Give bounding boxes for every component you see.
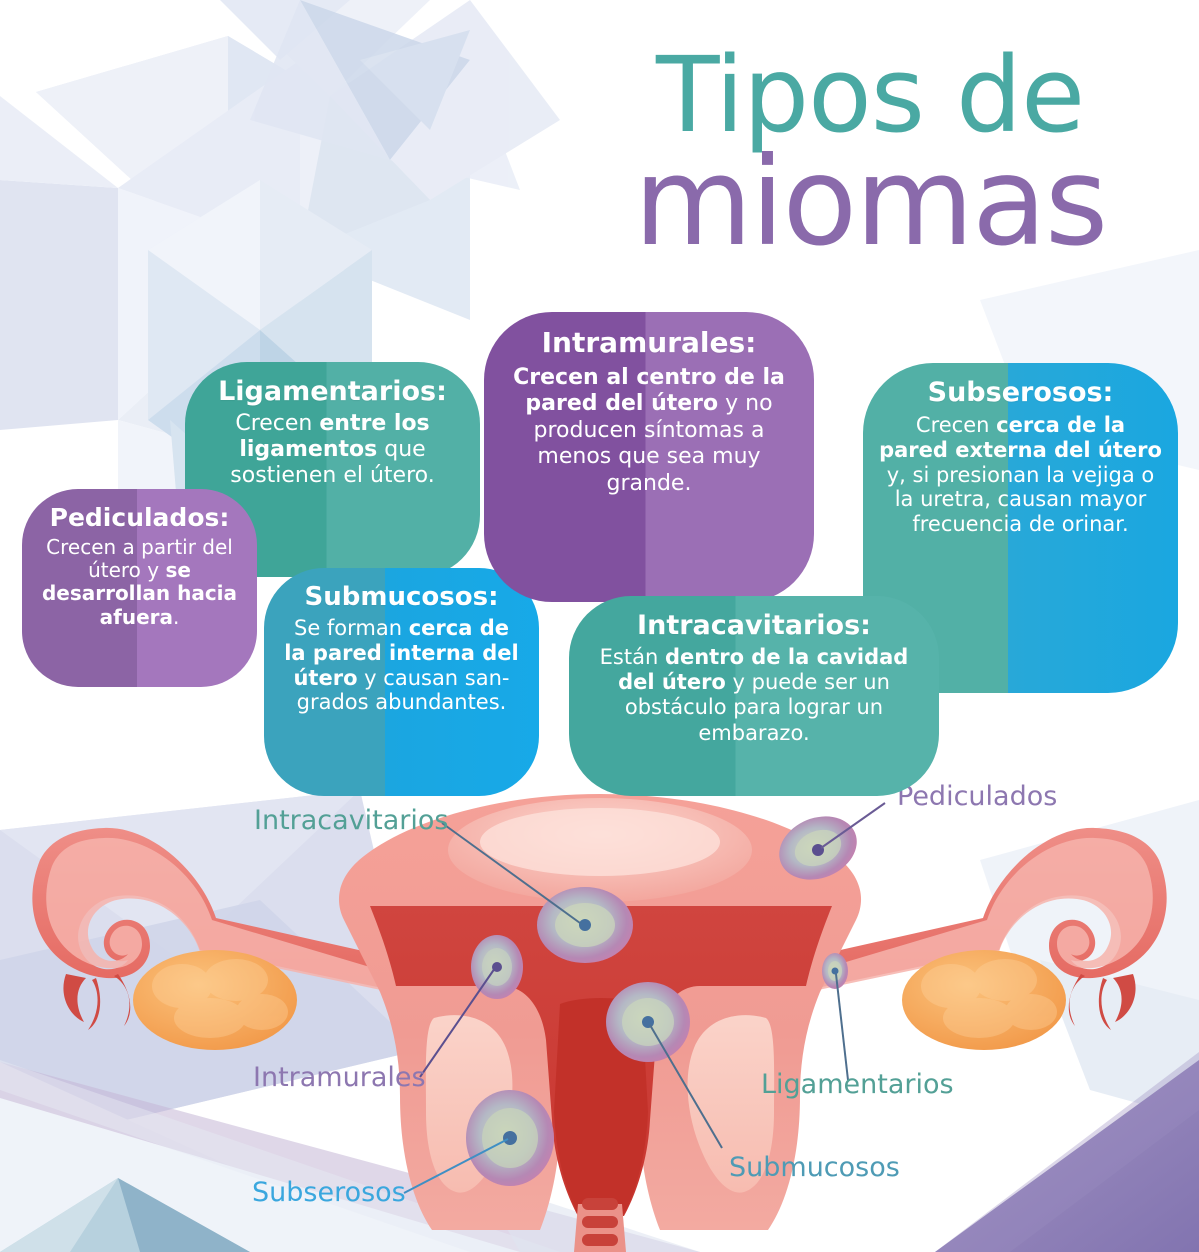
leader-intramurales [419,967,496,1078]
fallopian-tube-left [32,827,430,1030]
leader-pediculados [820,802,886,849]
leader-ligamentarios [835,973,849,1081]
bubble-intramurales: Intramurales: Crecen al centro de la par… [484,312,814,602]
leader-intracavitarios [441,822,581,924]
bubble-title-subserosos: Subserosos: [927,377,1114,408]
bubble-body-ligamentarios: Crecen entre los ligamentos que sostiene… [230,411,435,488]
diagram-label-intramurales: Intramurales [253,1062,426,1093]
bubble-body-submucosos: Se forman cerca de la pared interna del … [284,616,519,715]
title-line-2: miomas [633,130,1109,273]
ovary-right [902,950,1066,1050]
fallopian-tube-right [769,827,1167,1030]
title-line-1: Tipos de [655,34,1085,156]
diagram-label-intracavitarios: Intracavitarios [254,805,449,836]
bubble-submucosos: Submucosos: Se forman cerca de la pared … [264,568,539,796]
diagram-label-subserosos: Subserosos [252,1177,406,1208]
bubble-body-intramurales: Crecen al centro de la pared del útero y… [513,365,785,496]
bubble-pediculados: Pediculados: Crecen a partir del útero y… [22,489,257,687]
page-title: Tipos de miomas [560,34,1180,273]
bubble-title-intracavitarios: Intracavitarios: [637,610,871,641]
bubble-title-intramurales: Intramurales: [541,326,757,359]
leader-submucosos [649,1024,723,1149]
bubble-title-pediculados: Pediculados: [49,503,230,532]
diagram-label-submucosos: Submucosos [729,1152,900,1183]
cervical-canal [582,1198,618,1246]
bubble-body-subserosos: Crecen cerca de la pared externa del úte… [879,413,1162,537]
fibroid-intramural [471,935,523,999]
fibroid-intracavitario [537,887,633,963]
fibroid-subseroso [466,1090,554,1186]
bubble-title-ligamentarios: Ligamentarios: [218,376,447,407]
fibroid-pediculado [779,816,857,880]
bubble-ligamentarios: Ligamentarios: Crecen entre los ligament… [185,362,480,577]
myometrium-right [687,1015,775,1193]
fibroid-submucoso [606,982,690,1062]
bubble-body-pediculados: Crecen a partir del útero y se desarroll… [41,535,238,629]
diagram-label-pediculados: Pediculados [897,781,1058,812]
uterus-anatomy-illustration [32,794,1167,1252]
leader-lines [403,802,886,1194]
bubble-title-submucosos: Submucosos: [304,582,499,612]
leader-subserosos [403,1138,509,1194]
fibroid-ligamentario [822,953,848,989]
ovary-left [133,950,297,1050]
bubble-body-intracavitarios: Están dentro de la cavidad del útero y p… [599,645,909,745]
diagram-label-ligamentarios: Ligamentarios [761,1069,954,1100]
bubble-intracavitarios: Intracavitarios: Están dentro de la cavi… [569,596,939,796]
